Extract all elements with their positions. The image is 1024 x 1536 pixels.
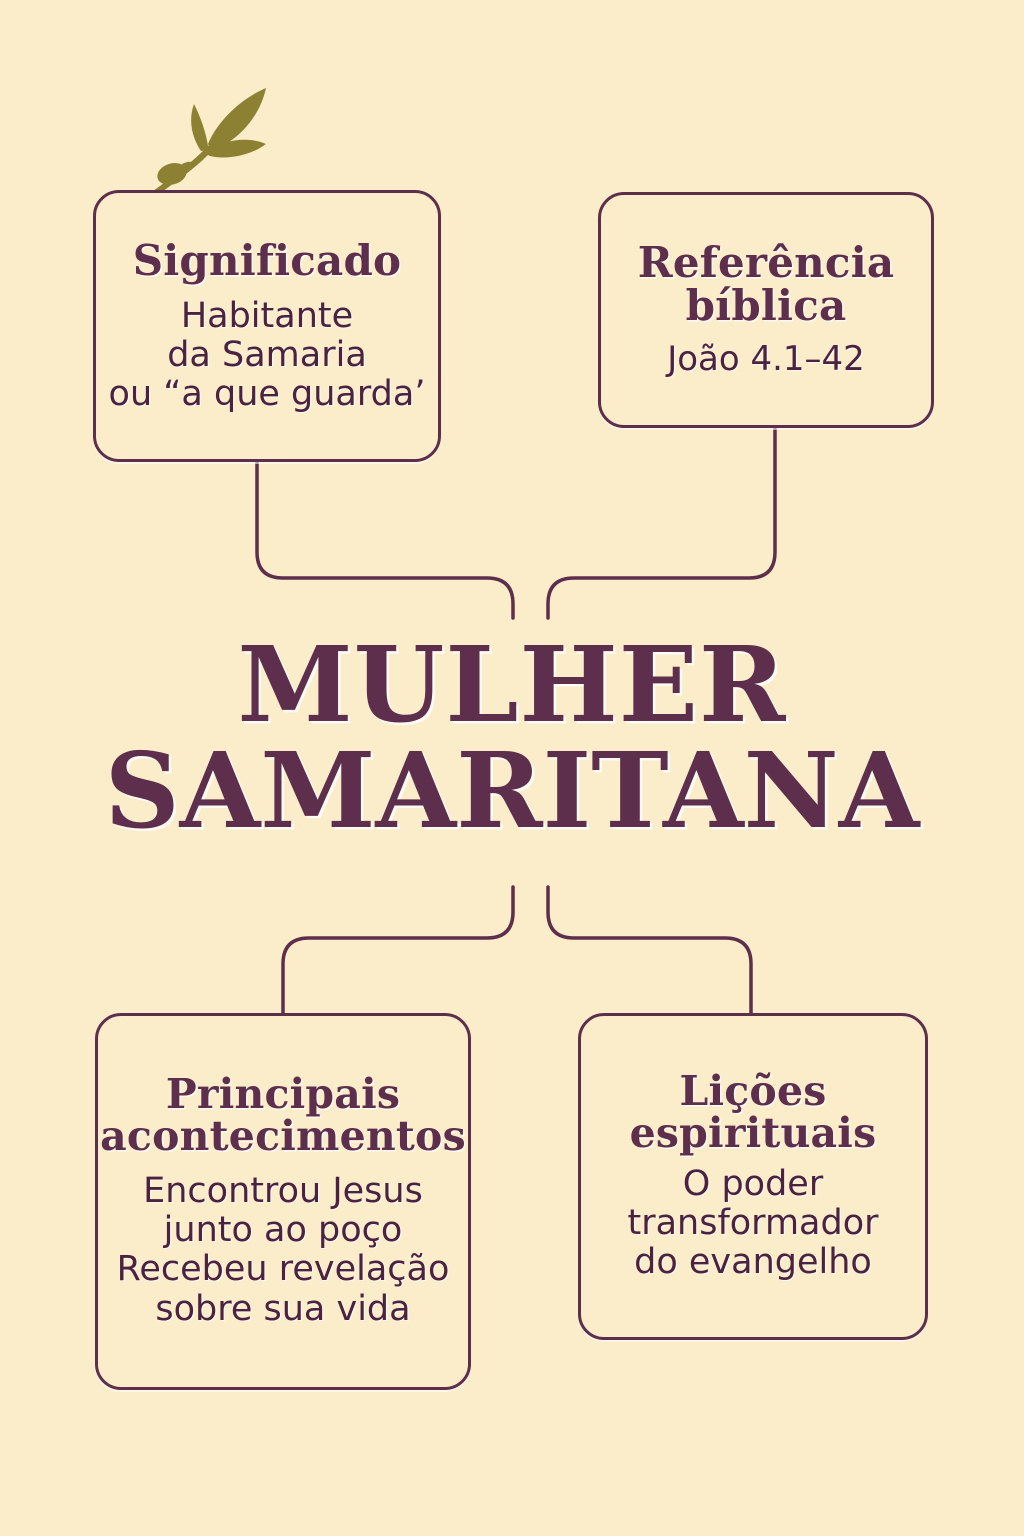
node-significado[interactable]: Significado Habitante da Samaria ou “a q… (93, 190, 441, 462)
node-referencia-title-line-2: bíblica (685, 280, 847, 330)
node-significado-body-line-3: ou “a que guarda’ (108, 374, 426, 414)
connector-center-to-licoes (546, 885, 753, 1015)
node-acontecimentos-body-line-1: Encontrou Jesus (143, 1170, 423, 1211)
olive-leaf-right (205, 139, 266, 158)
connector-referencia-to-center (546, 427, 777, 620)
node-significado-body-line-1: Habitante (180, 295, 354, 336)
node-significado-body: Habitante da Samaria ou “a que guarda’ (108, 295, 426, 415)
node-referencia-title-line-1: Referência (637, 238, 895, 288)
olive-leaf-upleft (191, 104, 208, 151)
node-acontecimentos-body-line-4: sobre sua vida (155, 1288, 411, 1329)
olive-branch-icon (146, 88, 266, 200)
node-acontecimentos-body-line-3: Recebeu revelação (116, 1249, 450, 1290)
node-acontecimentos-title-line-2: acontecimentos (100, 1112, 466, 1161)
node-licoes-title: Lições espirituais (629, 1070, 877, 1157)
node-referencia-body: João 4.1–42 (667, 338, 865, 379)
page-title-line-1: MULHER (237, 623, 787, 746)
node-referencia-title: Referência bíblica (638, 241, 895, 330)
page-title: MULHER SAMARITANA (0, 623, 1024, 853)
node-licoes-body: O poder transformador do evangelho (627, 1163, 879, 1283)
node-principais-acontecimentos[interactable]: Principais acontecimentos Encontrou Jesu… (95, 1013, 471, 1390)
connector-center-to-acontecimentos (281, 885, 515, 1015)
olive-bud-stem (182, 161, 195, 169)
node-licoes-body-line-2: transformador (627, 1202, 879, 1243)
node-licoes-body-line-1: O poder (682, 1163, 824, 1204)
node-acontecimentos-body-line-2: junto ao poço (163, 1210, 403, 1251)
node-referencia-biblica[interactable]: Referência bíblica João 4.1–42 (598, 192, 934, 428)
node-acontecimentos-title: Principais acontecimentos (100, 1073, 466, 1161)
olive-leaf-upright (208, 88, 266, 149)
node-licoes-title-line-2: espirituais (629, 1108, 877, 1157)
node-licoes-espirituais[interactable]: Lições espirituais O poder transformador… (578, 1013, 928, 1340)
node-licoes-title-line-1: Lições (679, 1066, 827, 1115)
node-significado-title: Significado (132, 235, 402, 285)
node-licoes-body-line-3: do evangelho (634, 1241, 872, 1282)
page-title-line-2: SAMARITANA (104, 729, 920, 853)
node-significado-body-line-2: da Samaria (167, 334, 367, 375)
node-acontecimentos-title-line-1: Principais (165, 1070, 401, 1119)
olive-bud (157, 163, 187, 185)
node-acontecimentos-body: Encontrou Jesus junto ao poço Recebeu re… (116, 1170, 450, 1329)
connector-significado-to-center (255, 460, 515, 620)
